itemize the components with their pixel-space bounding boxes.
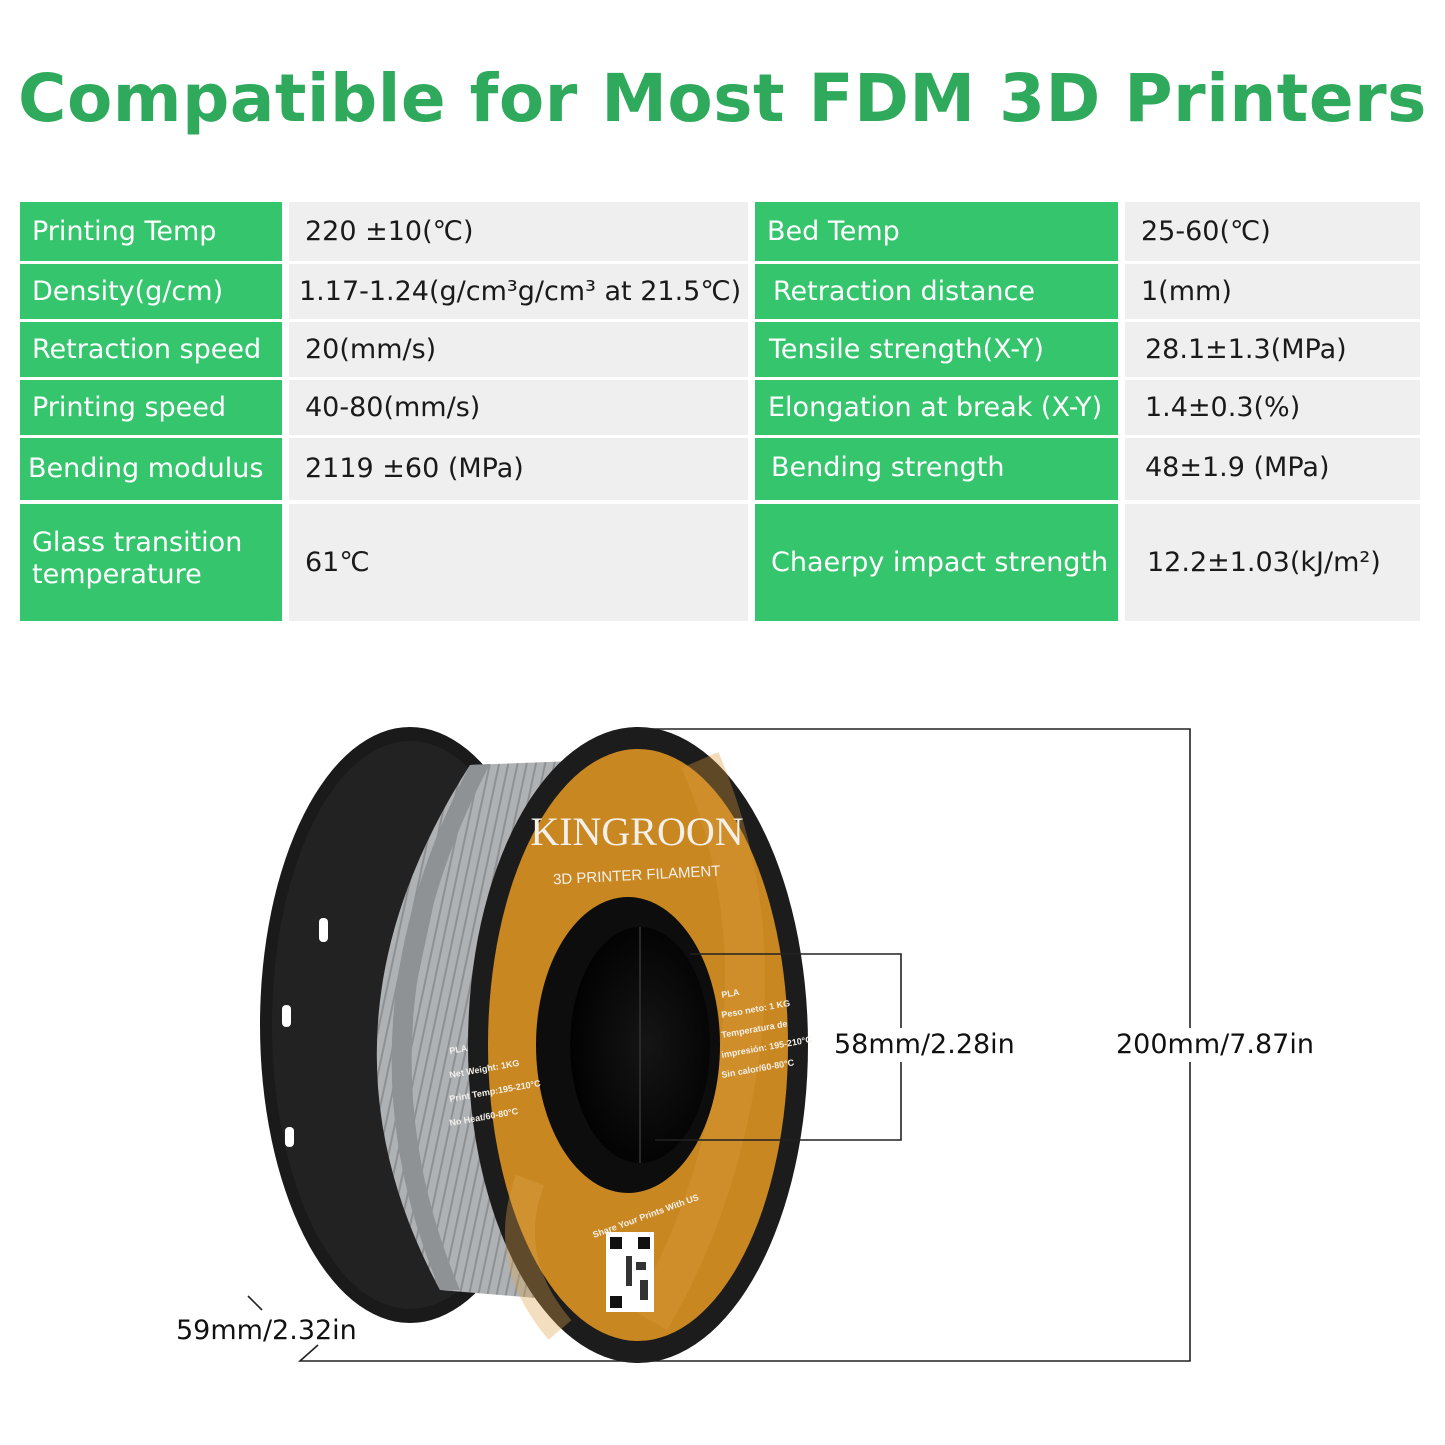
spec-value: 12.2±1.03(kJ/m²) <box>1125 504 1420 621</box>
spec-label: Bending modulus <box>20 438 282 500</box>
spec-value: 28.1±1.3(MPa) <box>1125 322 1420 377</box>
width-label: 59mm/2.32in <box>176 1315 357 1346</box>
spec-label: Retraction distance <box>755 264 1118 319</box>
spool-label-text: PLA <box>449 1043 469 1056</box>
outer-diameter-label: 200mm/7.87in <box>1112 1028 1318 1062</box>
outer-dimension-line <box>297 728 1191 1362</box>
inner-diameter-label: 58mm/2.28in <box>830 1028 1019 1062</box>
spool-svg: KINGROON 3D PRINTER FILAMENT PLA Net Wei… <box>247 727 1191 1363</box>
spool-illustration-area: KINGROON 3D PRINTER FILAMENT PLA Net Wei… <box>0 640 1445 1445</box>
spec-label: Retraction speed <box>20 322 282 377</box>
spec-value: 1(mm) <box>1125 264 1420 319</box>
spec-label: Printing speed <box>20 380 282 435</box>
spec-label: Chaerpy impact strength <box>755 504 1118 621</box>
width-dimension-tick <box>247 1295 263 1311</box>
spec-value: 1.4±0.3(%) <box>1125 380 1420 435</box>
front-flange <box>468 727 808 1363</box>
spec-value: 48±1.9 (MPa) <box>1125 438 1420 500</box>
spec-label: Printing Temp <box>20 202 282 261</box>
spec-label: Bed Temp <box>755 202 1118 261</box>
spec-value: 1.17-1.24(g/cm³g/cm³ at 21.5℃) <box>289 264 748 319</box>
spec-value: 40-80(mm/s) <box>289 380 748 435</box>
spec-label: Tensile strength(X-Y) <box>755 322 1118 377</box>
spec-label: Density(g/cm) <box>20 264 282 319</box>
spec-table: Printing Temp 220 ±10(℃) Bed Temp 25-60(… <box>20 202 1420 621</box>
page-title: Compatible for Most FDM 3D Printers <box>18 60 1427 137</box>
spec-value: 20(mm/s) <box>289 322 748 377</box>
spec-value: 61℃ <box>289 504 748 621</box>
spec-label: Glass transition temperature <box>20 504 282 621</box>
spool-brand: KINGROON <box>530 809 743 854</box>
spec-value: 220 ±10(℃) <box>289 202 748 261</box>
spec-value: 25-60(℃) <box>1125 202 1420 261</box>
spec-label: Bending strength <box>755 438 1118 500</box>
spec-value: 2119 ±60 (MPa) <box>289 438 748 500</box>
spool-label-text: PLA <box>721 987 741 1000</box>
spec-label: Elongation at break (X-Y) <box>755 380 1118 435</box>
